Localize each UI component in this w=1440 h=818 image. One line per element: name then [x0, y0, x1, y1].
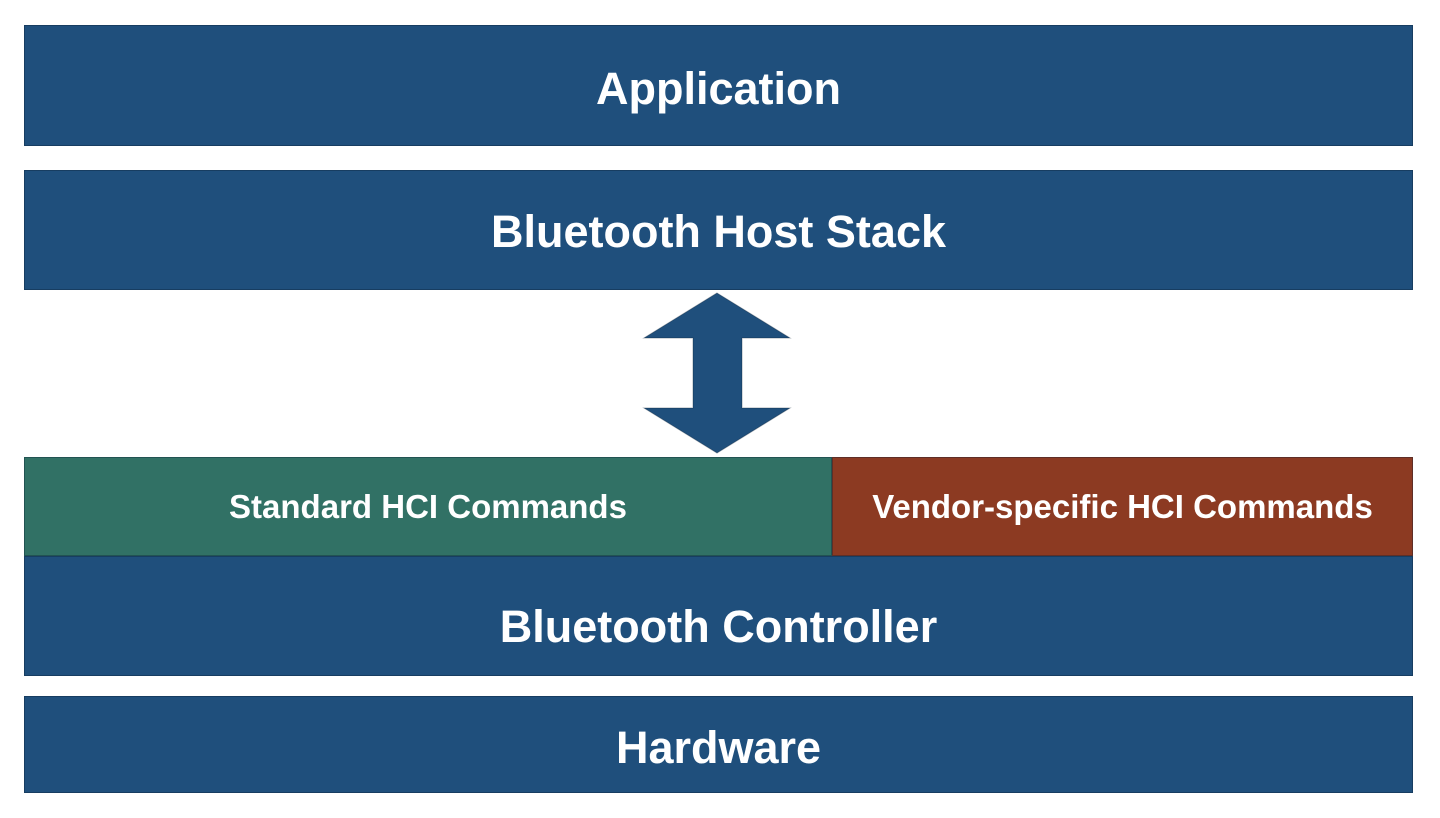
layer-application: Application [24, 25, 1413, 146]
layer-hardware: Hardware [24, 696, 1413, 793]
layer-bluetooth-host-stack-label: Bluetooth Host Stack [490, 206, 947, 257]
host-controller-link [634, 288, 800, 458]
layer-bluetooth-host-stack: Bluetooth Host Stack [24, 170, 1413, 290]
bidirectional-arrow-icon [642, 292, 792, 454]
layer-vendor-specific-hci-commands: Vendor-specific HCI Commands [832, 457, 1413, 556]
layer-standard-hci-commands: Standard HCI Commands [24, 457, 832, 556]
layer-standard-hci-commands-label: Standard HCI Commands [229, 487, 627, 525]
layer-hardware-label: Hardware [615, 721, 822, 773]
layer-application-label: Application [596, 62, 841, 114]
layer-vendor-specific-hci-commands-label: Vendor-specific HCI Commands [872, 487, 1373, 525]
bidirectional-arrow-shape [642, 292, 792, 454]
layer-bluetooth-controller: Bluetooth Controller [24, 556, 1413, 676]
layer-bluetooth-controller-label: Bluetooth Controller [499, 601, 938, 652]
